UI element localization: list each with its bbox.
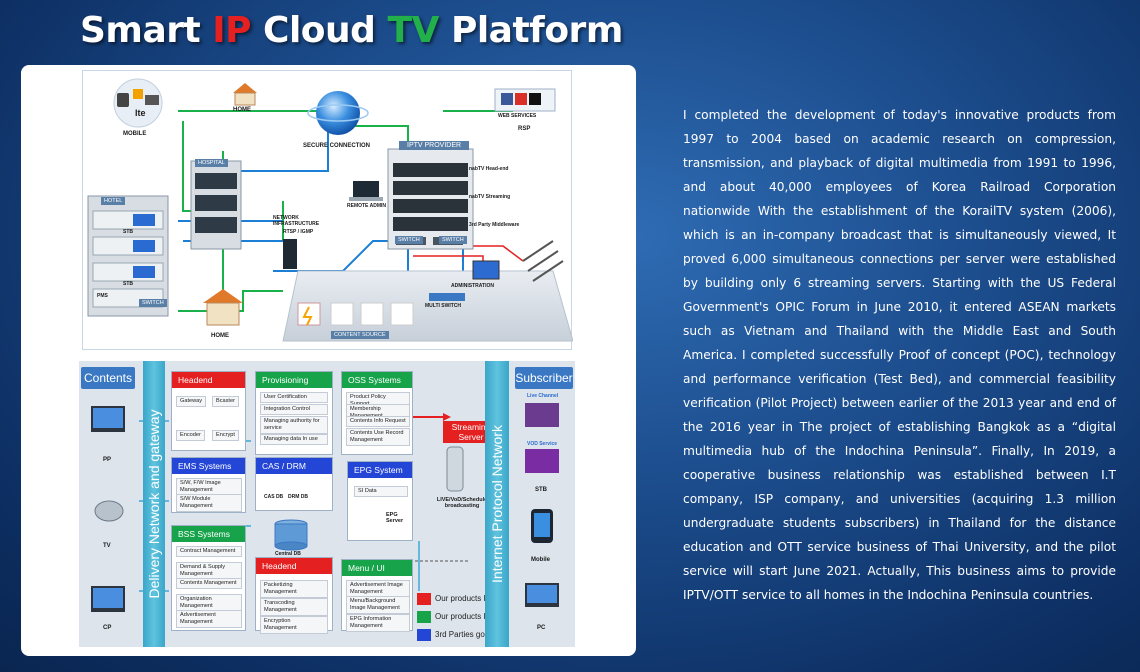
switch2-tag: SWITCH [439, 236, 467, 244]
si-data-item: SI Data [354, 486, 408, 497]
legend-third-parties: 3rd Parties goods [435, 630, 498, 639]
mobile-label: MOBILE [123, 131, 147, 137]
bss-item-4: Advertisement Management [176, 610, 242, 628]
ems-systems-box: EMS Systems S/W, F/W Image Management S/… [171, 457, 246, 513]
prov-item-3: Managing data In use [260, 434, 328, 445]
vod-service-label: VOD Service [527, 441, 558, 447]
subscriber-header: Subscriber [515, 367, 573, 389]
menu-ui-header: Menu / UI System [342, 560, 412, 589]
stb1-label: STB [123, 229, 133, 235]
live-vod-label: LIVE/VoD/Schedule broadcasting [436, 497, 488, 509]
mobile-sub-label: Mobile [531, 557, 550, 563]
epg-system-box: EPG System SI Data EPG Server [347, 461, 413, 541]
page-title: Smart IP Cloud TV Platform [80, 10, 623, 51]
legend-our-products-1: Our products I [435, 594, 486, 603]
iptv-provider-tag: IPTV PROVIDER [399, 141, 470, 150]
stb-label: STB [535, 487, 547, 493]
menu-item-2: EPG Information Management [346, 614, 410, 632]
cas-drm-box: CAS / DRM System CAS DB DRM DB [255, 457, 333, 511]
prov-item-2: Managing authority for service [260, 416, 328, 434]
internet-protocol-network-bar: Internet Protocol Network [485, 361, 509, 647]
encoder-item: Encoder [176, 430, 205, 441]
bcaster-item: Bcaster [212, 396, 239, 407]
legend-green-swatch [417, 611, 431, 623]
web-services-label: WEB SERVICES [498, 113, 537, 119]
headend-systems-box: Headend Systems Gateway Bcaster Encoder … [171, 371, 246, 451]
streaming-label: nabTV Streaming [469, 194, 511, 200]
diagram-panel: MOBILE lte HOME SECURE CONNECTION WEB SE… [21, 65, 636, 656]
bss-systems-box: BSS Systems Contract Management Demand &… [171, 525, 246, 631]
network-infra-label: NETWORK INFRASTRUCTURE [273, 215, 320, 227]
headend-label: nabTV Head-end [469, 166, 509, 172]
pp-label: PP [103, 457, 112, 463]
rsp-label: RSP [518, 126, 531, 132]
hospital-tag: HOSPITAL [195, 159, 228, 167]
lte-label: lte [135, 108, 146, 118]
drm-db-label: DRM DB [288, 494, 308, 500]
network-topology-diagram: MOBILE lte HOME SECURE CONNECTION WEB SE… [82, 70, 573, 350]
stb2-label: STB [123, 281, 133, 287]
headend-manager-box: Headend Manager Packetizing Management T… [255, 557, 333, 634]
multi-switch-label: MULTI SWITCH [425, 303, 462, 309]
prov-item-1: Integration Control [260, 404, 328, 415]
oss-systems-box: OSS Systems Product Policy Support Membe… [341, 371, 413, 455]
gateway-item: Gateway [176, 396, 207, 407]
ems-item-1: S/W Module Management [176, 494, 242, 512]
headend-systems-header: Headend Systems [172, 372, 245, 401]
home-top-label: HOME [233, 107, 251, 113]
pms-label: PMS [97, 293, 108, 299]
hm-item-0: Packetizing Management [260, 580, 328, 598]
switch1-tag: SWITCH [395, 236, 423, 244]
tv-label: TV [103, 543, 111, 549]
epg-system-header: EPG System [348, 462, 412, 478]
hotel-tag: HOTEL [101, 197, 126, 205]
provisioning-box: Provisioning User Certification Integrat… [255, 371, 333, 455]
bss-systems-header: BSS Systems [172, 526, 245, 542]
architecture-connectors [91, 403, 559, 612]
epg-server-label: EPG Server [386, 512, 404, 524]
menu-ui-box: Menu / UI System Advertisement Image Man… [341, 559, 413, 632]
delivery-network-bar: Delivery Network and gateway [143, 361, 165, 647]
hm-item-1: Transcoding Management [260, 598, 328, 616]
system-architecture-diagram: Contents PP TV CP Delivery Network and g… [79, 361, 575, 647]
secure-connection-label: SECURE CONNECTION [303, 143, 371, 149]
home-bottom-label: HOME [211, 333, 229, 339]
cas-drm-header: CAS / DRM System [256, 458, 332, 487]
content-source-tag: CONTENT SOURCE [331, 331, 389, 339]
menu-item-1: Menu/Background Image Management [346, 596, 410, 614]
ems-systems-header: EMS Systems [172, 458, 245, 474]
network-sub-label: RTSP / IGMP [283, 229, 314, 235]
description-text: I completed the development of today's i… [683, 108, 1116, 602]
legend-blue-swatch [417, 629, 431, 641]
contents-header: Contents [81, 367, 135, 389]
central-db-label: Central DB [275, 551, 301, 557]
cp-label: CP [103, 625, 112, 631]
oss-systems-header: OSS Systems [342, 372, 412, 388]
middleware-label: 3rd Party Middleware [469, 222, 520, 228]
provisioning-header: Provisioning [256, 372, 332, 388]
pc-label: PC [537, 625, 546, 631]
hm-item-2: Encryption Management [260, 616, 328, 634]
remote-admin-label: REMOTE ADMIN [347, 203, 386, 209]
bss-item-2: Contents Management [176, 578, 242, 589]
oss-item-2: Contents Info Request [346, 416, 410, 427]
live-channel-label: Live Channel [527, 393, 559, 399]
cas-db-label: CAS DB [264, 494, 284, 500]
bss-item-0: Contract Management [176, 546, 242, 557]
legend-our-products-2: Our products II [435, 612, 488, 621]
switch-hotel-tag: SWITCH [139, 299, 167, 307]
prov-item-0: User Certification [260, 392, 328, 403]
encrypt-item: Encrypt [212, 430, 239, 441]
headend-manager-header: Headend Manager [256, 558, 332, 587]
oss-item-3: Contents Use Record Management [346, 428, 410, 446]
administration-label: ADMINISTRATION [451, 283, 494, 289]
legend-red-swatch [417, 593, 431, 605]
